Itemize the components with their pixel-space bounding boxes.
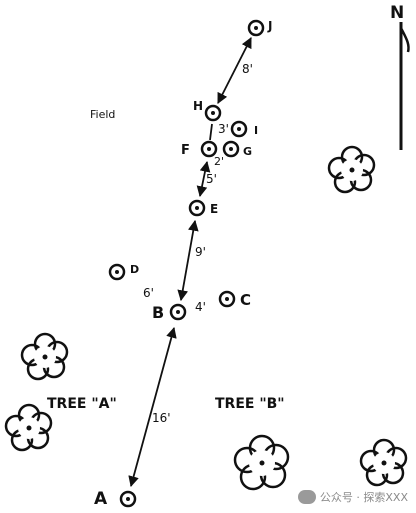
marker-h-label: H bbox=[193, 99, 203, 113]
watermark: 公众号 · 探索XXX bbox=[297, 489, 408, 505]
north-label: N bbox=[390, 3, 404, 23]
distance-b-c-label: 4' bbox=[195, 300, 206, 314]
line-b-e bbox=[177, 219, 199, 302]
tree-left-lower-icon bbox=[4, 403, 53, 452]
marker-b-label: B bbox=[152, 303, 164, 322]
marker-j-icon bbox=[247, 19, 265, 37]
marker-f-label: F bbox=[181, 143, 190, 158]
distance-h-i-label: 3' bbox=[218, 122, 229, 136]
line-h-j bbox=[217, 37, 252, 104]
marker-e-label: E bbox=[210, 202, 218, 216]
marker-i-icon bbox=[230, 120, 248, 138]
watermark-text: 公众号 · 探索XXX bbox=[319, 491, 408, 504]
distance-a-b-label: 16' bbox=[152, 411, 171, 425]
line-a-b bbox=[128, 326, 177, 488]
tree-small-right-icon bbox=[327, 145, 376, 194]
wechat-icon bbox=[297, 490, 316, 504]
marker-c-icon bbox=[218, 290, 236, 308]
marker-g-label: G bbox=[243, 145, 252, 158]
marker-i-label: I bbox=[254, 124, 258, 137]
line-e-f bbox=[196, 160, 211, 198]
marker-f-icon bbox=[200, 140, 218, 158]
marker-e-icon bbox=[188, 199, 206, 217]
marker-h-icon bbox=[204, 104, 222, 122]
distance-h-j-label: 8' bbox=[242, 62, 253, 76]
north-arrow: N bbox=[390, 3, 410, 150]
marker-g-icon bbox=[222, 140, 240, 158]
marker-d-icon bbox=[108, 263, 126, 281]
field-label: Field bbox=[90, 108, 115, 121]
marker-a-label: A bbox=[94, 489, 108, 509]
marker-j-label: J bbox=[267, 19, 272, 33]
marker-c-label: C bbox=[240, 291, 251, 309]
tree-b-label: TREE "B" bbox=[215, 396, 285, 412]
distance-e-f-label: 5' bbox=[206, 172, 217, 186]
tree-a-label: TREE "A" bbox=[47, 396, 117, 412]
line-f-h bbox=[209, 123, 213, 141]
distance-b-d-label: 6' bbox=[143, 286, 154, 300]
tree-right-lower-icon bbox=[359, 438, 408, 487]
distance-f-g-label: 2' bbox=[214, 155, 224, 168]
distance-b-e-label: 9' bbox=[195, 245, 206, 259]
marker-d-label: D bbox=[130, 263, 139, 276]
marker-a-icon bbox=[119, 490, 137, 508]
marker-b-icon bbox=[169, 303, 187, 321]
tree-left-upper-icon bbox=[20, 332, 69, 381]
tree-b-icon bbox=[233, 434, 290, 491]
